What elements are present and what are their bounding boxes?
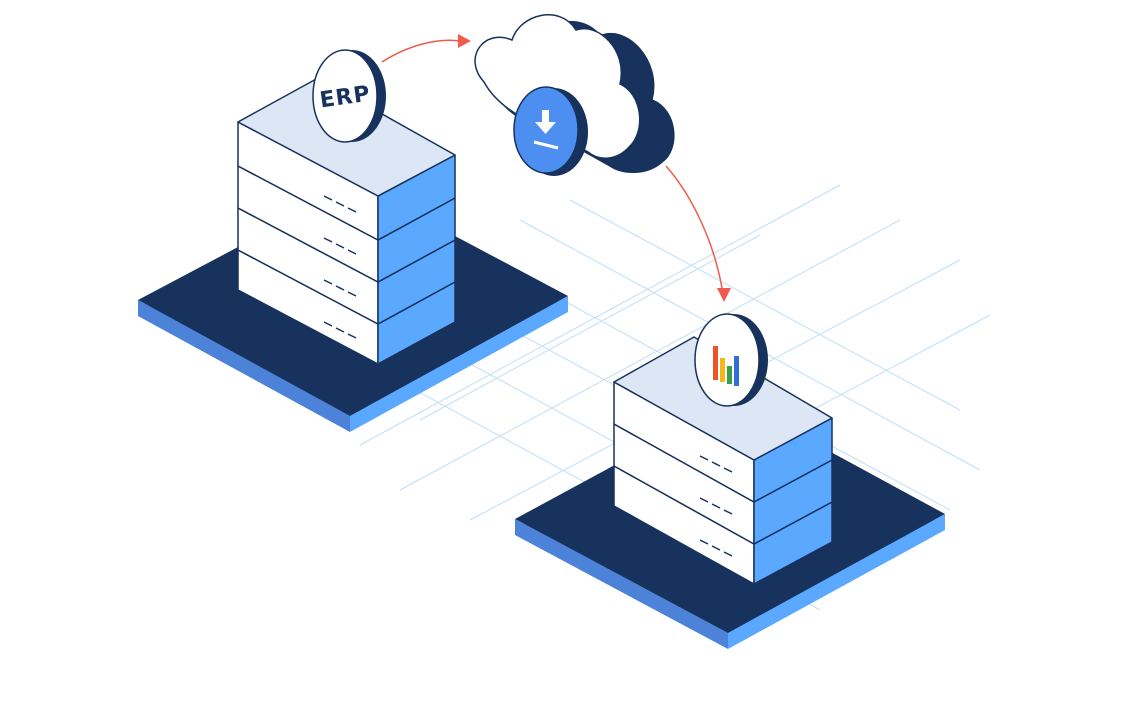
arrow-erp-to-cloud bbox=[381, 34, 471, 63]
download-icon bbox=[533, 110, 559, 150]
bar-chart-icon-bar bbox=[713, 346, 718, 380]
download-badge bbox=[513, 86, 588, 176]
bar-chart-icon bbox=[713, 346, 739, 386]
analytics-server-stack bbox=[613, 336, 833, 585]
arrow-cloud-to-analytics bbox=[665, 165, 731, 302]
bar-chart-icon-bar bbox=[734, 356, 739, 386]
erp-badge: ERP bbox=[312, 49, 386, 143]
bar-chart-icon-bar bbox=[727, 366, 732, 384]
analytics-server-layer bbox=[613, 465, 833, 585]
bar-chart-icon-bar bbox=[720, 358, 725, 382]
analytics-badge bbox=[694, 313, 768, 407]
erp-server-layer bbox=[237, 121, 456, 241]
cloud bbox=[474, 14, 675, 173]
